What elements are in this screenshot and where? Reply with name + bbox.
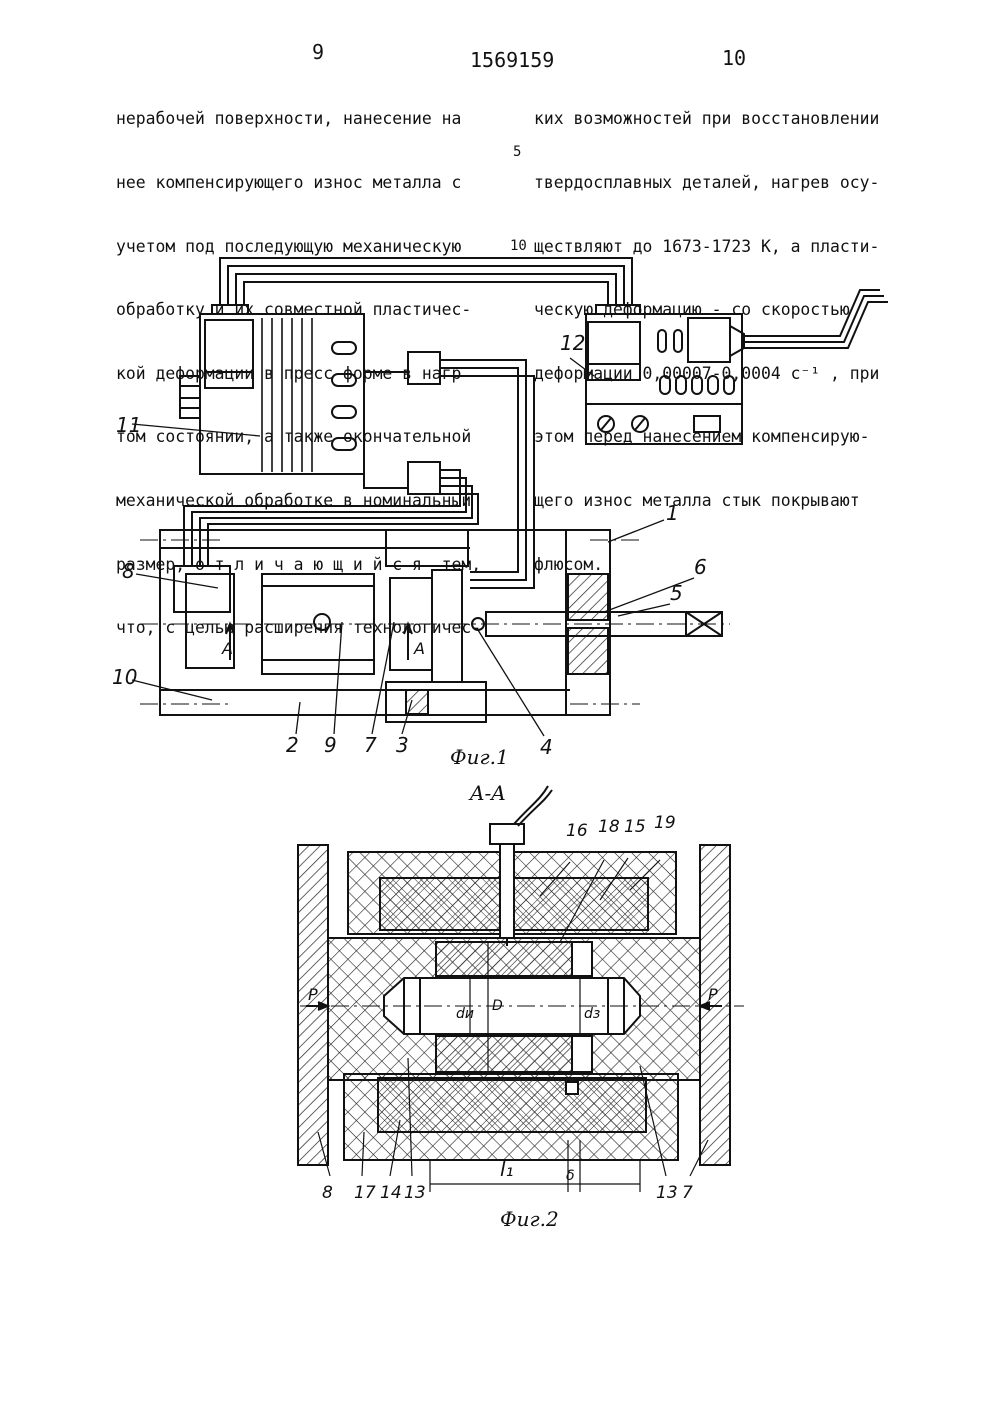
control-unit-block xyxy=(586,290,888,444)
fig1-label-5: 5 xyxy=(670,581,683,605)
fig2-label-delta: δ xyxy=(566,1168,575,1184)
fig2-label-l1: l₁ xyxy=(500,1157,514,1181)
fig1-label-9: 9 xyxy=(324,733,337,757)
fig1-label-6: 6 xyxy=(694,555,707,579)
fig1-label-3: 3 xyxy=(396,733,409,757)
figure-1 xyxy=(132,258,888,736)
fig2-label-D: D xyxy=(492,998,503,1014)
fig2-label-p-right: P xyxy=(708,985,718,1004)
fig2-label-du: dи xyxy=(456,1006,474,1022)
fig1-label-4: 4 xyxy=(540,735,553,759)
section-mark-a-left: A xyxy=(221,639,233,658)
fig1-label-8: 8 xyxy=(122,559,135,583)
fig1-label-1: 1 xyxy=(666,501,679,525)
fig2-label-dz: dз xyxy=(584,1006,600,1022)
fig1-label-10: 10 xyxy=(112,665,137,689)
figure-2 xyxy=(298,786,744,1192)
fig1-label-11: 11 xyxy=(116,413,141,437)
fig1-caption: Фиг.1 xyxy=(450,745,509,769)
fig2-label-18: 18 xyxy=(598,817,620,837)
fig1-label-12: 12 xyxy=(560,331,585,355)
fig1-label-2: 2 xyxy=(286,733,299,757)
fig2-label-14: 14 xyxy=(380,1183,402,1203)
fig2-section-title: A-A xyxy=(468,781,506,805)
fig2-label-8: 8 xyxy=(322,1183,333,1203)
fig2-label-16: 16 xyxy=(566,821,588,841)
section-mark-a-right: A xyxy=(413,639,425,658)
power-unit-block xyxy=(180,305,440,494)
fig2-label-19: 19 xyxy=(654,813,676,833)
press-assembly xyxy=(140,530,730,722)
fig2-label-7: 7 xyxy=(682,1183,693,1203)
fig2-label-15: 15 xyxy=(624,817,646,837)
fig2-label-17: 17 xyxy=(354,1183,376,1203)
fig2-caption: Фиг.2 xyxy=(500,1207,559,1231)
fig2-label-13-right: 13 xyxy=(656,1183,678,1203)
fig2-label-13-left: 13 xyxy=(404,1183,426,1203)
fig2-label-p-left: P xyxy=(308,985,318,1004)
fig1-label-7: 7 xyxy=(364,733,377,757)
